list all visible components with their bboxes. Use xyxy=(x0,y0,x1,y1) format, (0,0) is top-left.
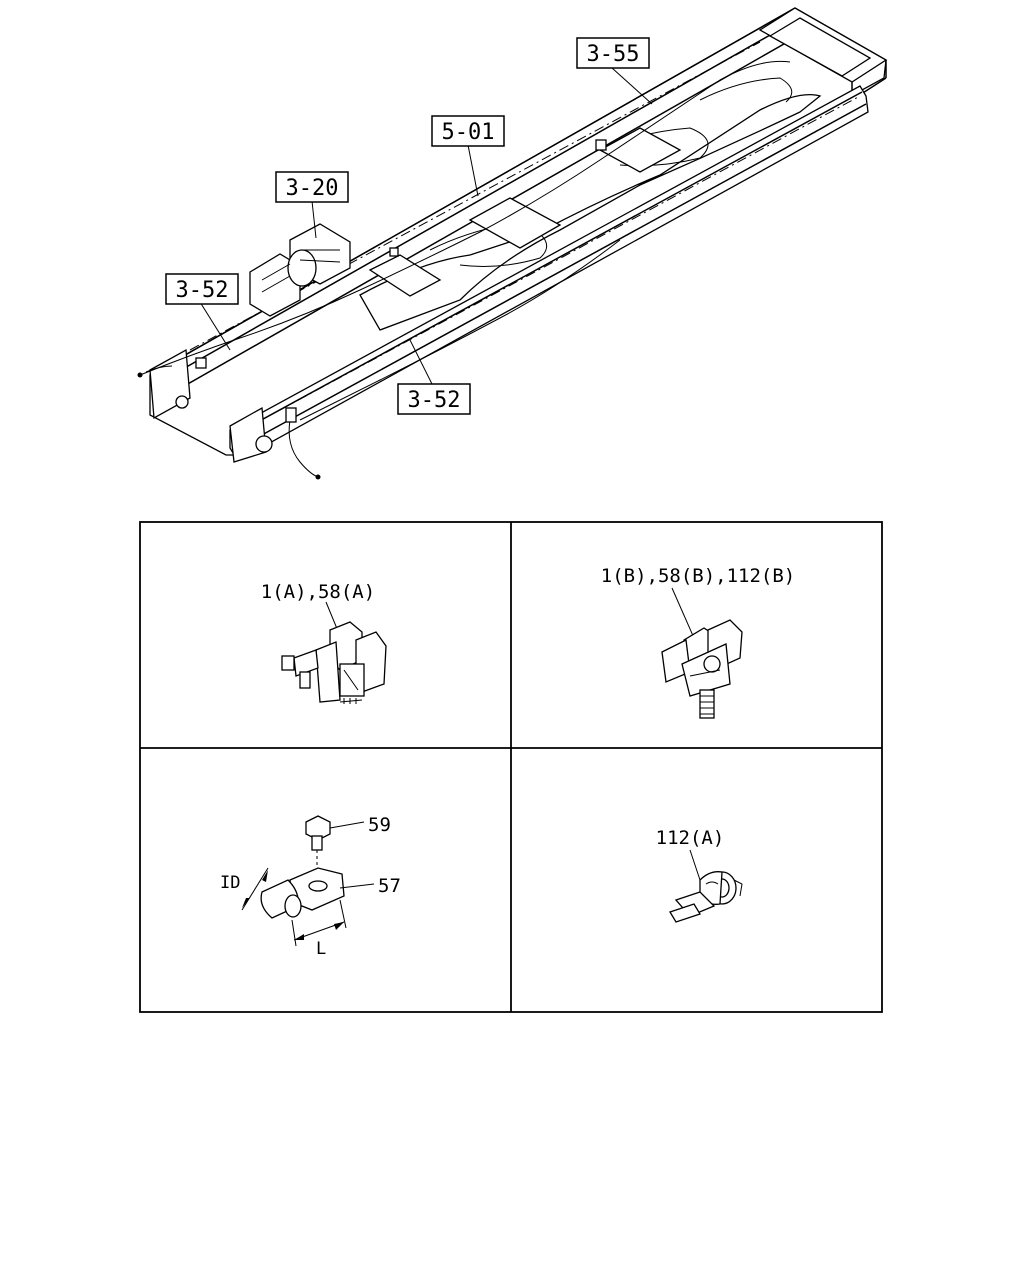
panel-c-bolt-label: 59 xyxy=(368,814,391,836)
dim-id: ID xyxy=(220,867,269,911)
panel-c-clip-label: 57 xyxy=(378,875,401,897)
callout-3-55[interactable]: 3-55 xyxy=(576,37,650,69)
clip-112a-icon xyxy=(669,871,743,923)
chassis-frame-drawing xyxy=(137,7,888,480)
callout-3-52-left-label: 3-52 xyxy=(176,278,229,303)
detail-panel-a: 1(A),58(A) xyxy=(261,581,387,704)
panel-b-label: 1(B),58(B),112(B) xyxy=(601,565,795,587)
detail-panel-d: 112(A) xyxy=(656,827,743,923)
callout-3-20-label: 3-20 xyxy=(286,176,339,201)
callout-3-52-left[interactable]: 3-52 xyxy=(165,273,239,305)
callout-5-01-label: 5-01 xyxy=(442,120,495,145)
dim-l-label: L xyxy=(316,939,326,959)
panel-d-label: 112(A) xyxy=(656,827,725,849)
clip-57-icon xyxy=(260,867,345,919)
callout-3-55-label: 3-55 xyxy=(587,42,640,67)
callout-leaders xyxy=(199,67,653,385)
detail-grid xyxy=(139,521,883,1013)
callout-3-52-right[interactable]: 3-52 xyxy=(397,383,471,415)
clip-a-icon xyxy=(281,621,387,704)
clip-b-icon xyxy=(661,619,743,719)
callout-3-52-right-label: 3-52 xyxy=(408,388,461,413)
dim-id-label: ID xyxy=(220,873,240,893)
dim-l: L xyxy=(291,899,347,959)
detail-panel-b: 1(B),58(B),112(B) xyxy=(601,565,795,719)
callout-3-20[interactable]: 3-20 xyxy=(275,171,349,203)
detail-panel-c: 59 57 ID L xyxy=(220,814,401,959)
bolt-59-icon xyxy=(305,815,331,868)
panel-a-label: 1(A),58(A) xyxy=(261,581,375,603)
callout-5-01[interactable]: 5-01 xyxy=(431,115,505,147)
